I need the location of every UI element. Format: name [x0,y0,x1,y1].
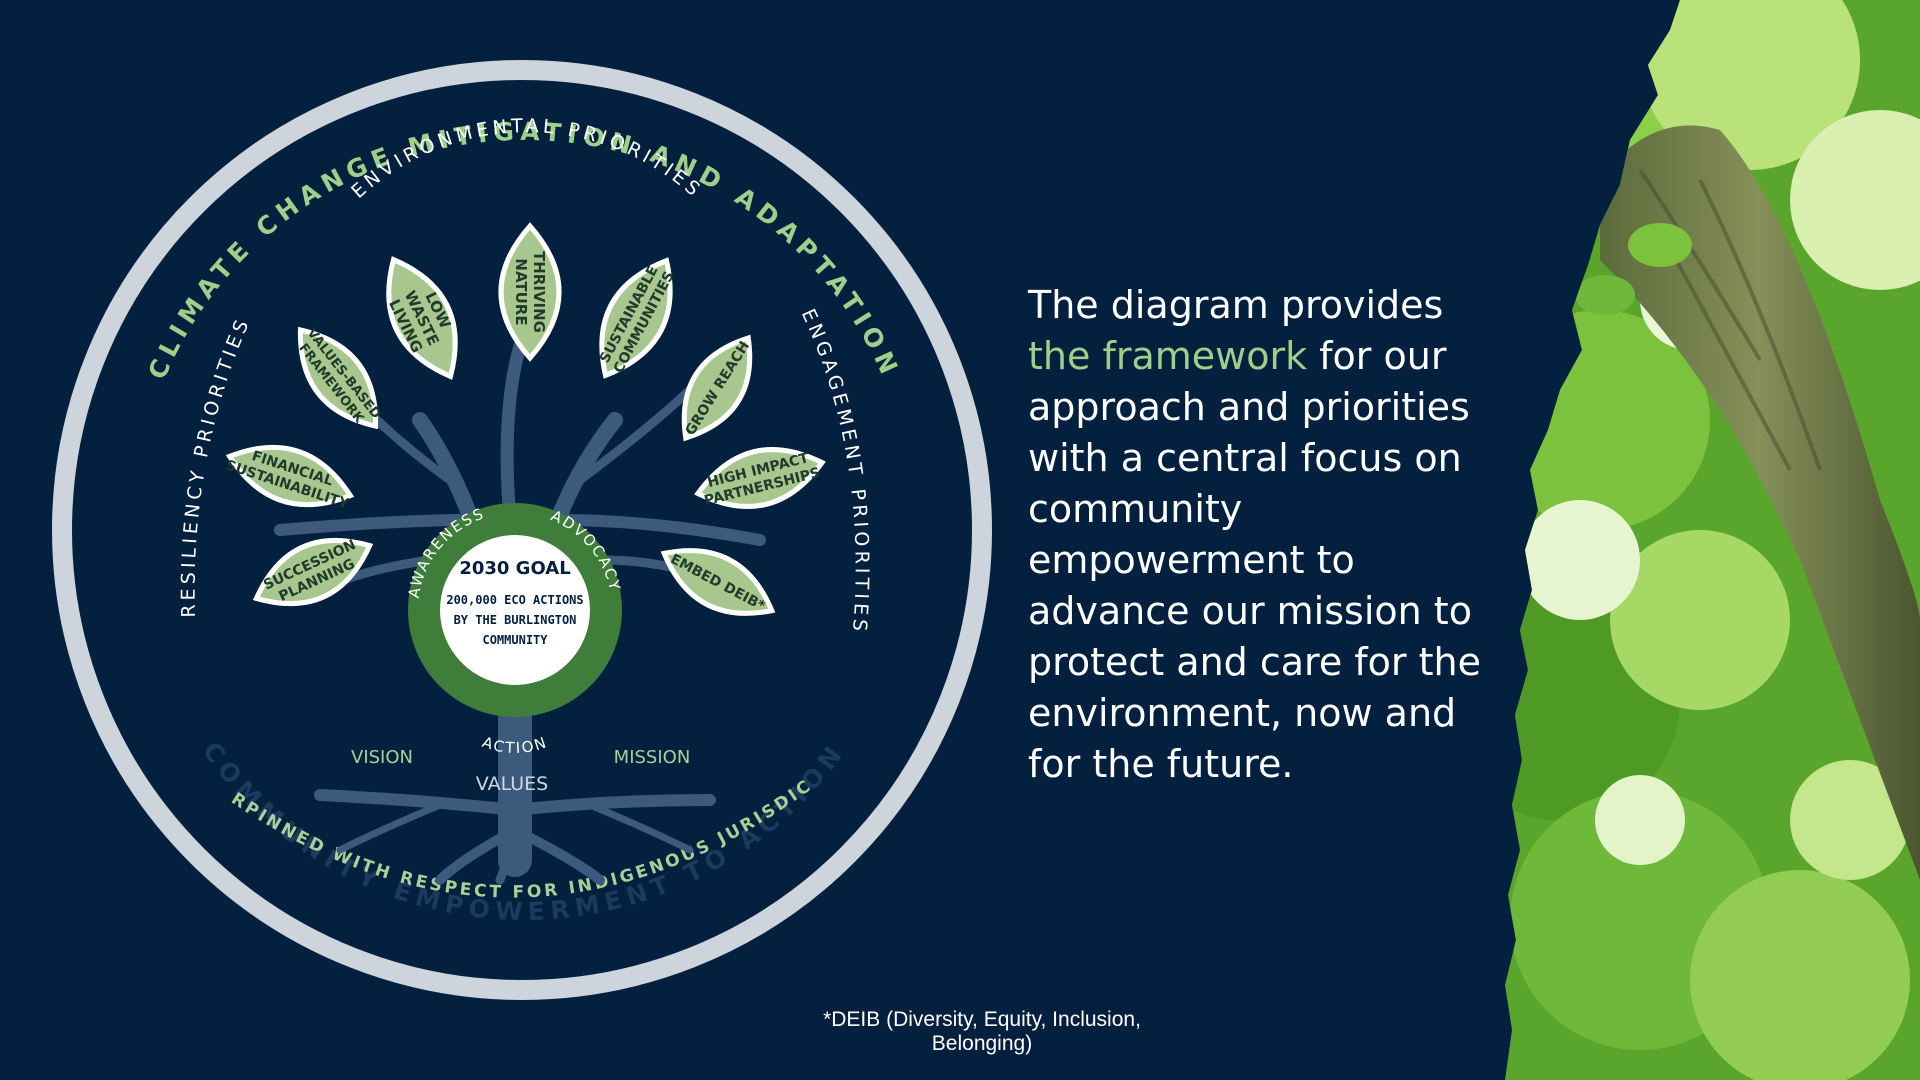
description-text: The diagram provides the framework for o… [1028,280,1488,790]
root-label-values: VALUES [476,773,548,795]
leaf-shape [660,548,776,616]
leaf-shape [599,257,673,379]
goal-line: 200,000 ECO ACTIONS [446,593,583,607]
description-body: for our approach and priorities with a c… [1028,334,1481,786]
goal-description: 200,000 ECO ACTIONS BY THE BURLINGTON COMM… [446,593,583,647]
leaf-succession: SUCCESSIONPLANNING [252,537,374,607]
description-intro: The diagram provides [1028,283,1444,327]
goal-line: COMMUNITY [482,633,548,647]
trunk-shape [1600,125,1920,881]
leaf-shape [694,447,826,509]
leaf-high-impact: HIGH IMPACTPARTNERSHIPS [694,447,826,509]
outer-ring [52,60,992,1000]
goal-line: BY THE BURLINGTON [454,613,577,627]
root-label-mission: MISSION [614,747,691,768]
leaf-label-line: NATURE [512,258,530,325]
leaf-low-waste: LOWWASTELIVING [385,256,458,380]
leaf-shape [498,222,562,362]
leaf-label: THRIVINGNATURE [512,251,548,333]
tree-roots [314,789,716,885]
leaf-financial: FINANCIALSUSTAINABILITY [224,444,355,513]
leaf-shape [681,334,753,442]
leaf-label-line: THRIVING [530,251,548,333]
leaf-shape [297,326,379,430]
description-highlight: the framework [1028,334,1308,378]
root-label-vision: VISION [351,747,413,768]
goal-title: 2030 GOAL [459,558,570,579]
center-disc [440,535,590,685]
deib-footnote: *DEIB (Diversity, Equity, Inclusion, Bel… [823,1008,1141,1055]
framework-diagram: CLIMATE CHANGE MITIGATION AND ADAPTATION… [0,0,992,1000]
leaf-shape [252,537,374,607]
leaf-thriving: THRIVINGNATURE [498,222,562,362]
leaf-shape [386,256,458,380]
leaf-shape [225,444,355,508]
